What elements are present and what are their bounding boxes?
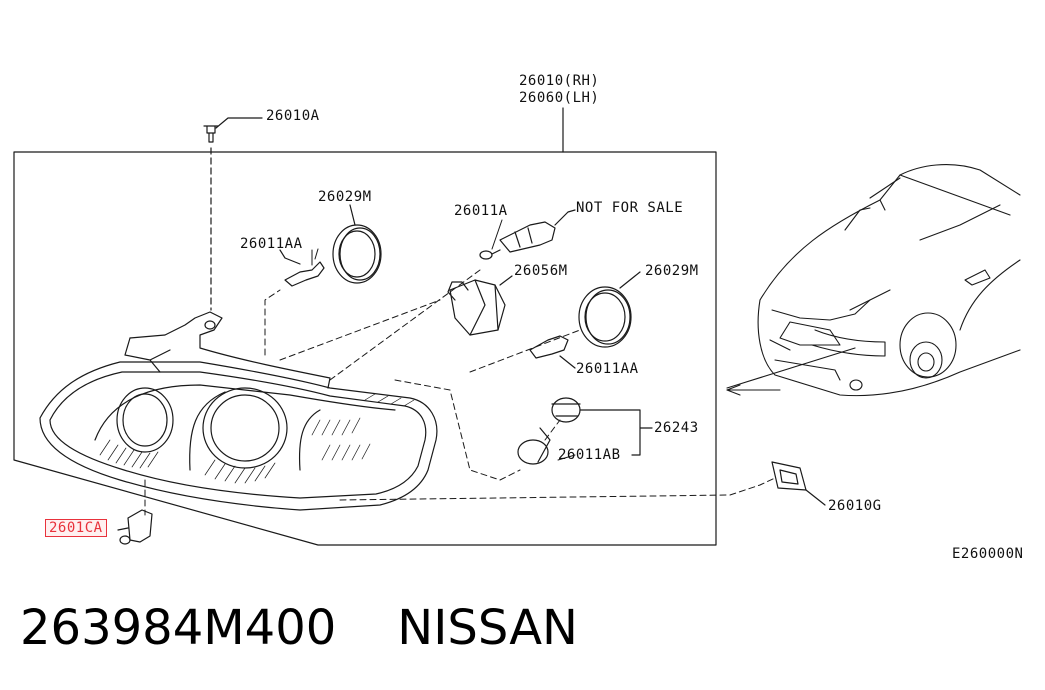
label-not-for-sale: NOT FOR SALE bbox=[576, 200, 684, 216]
bulb-socket-assy bbox=[517, 397, 653, 465]
headlamp-housing bbox=[39, 311, 438, 511]
assembly-label-rh: 26010(RH) bbox=[519, 73, 600, 89]
label-bulb-socket: 26056M bbox=[514, 263, 568, 279]
projector-left bbox=[116, 387, 174, 453]
figure-code: E260000N bbox=[952, 546, 1024, 562]
frame-outline bbox=[13, 151, 717, 546]
leader-lines bbox=[311, 219, 576, 461]
label-socket-ring-top: 26029M bbox=[318, 189, 372, 205]
socket-ring-right bbox=[578, 271, 641, 348]
caption: 263984M400 NISSAN bbox=[20, 598, 578, 658]
brand-name: NISSAN bbox=[397, 600, 578, 656]
screw-part bbox=[203, 117, 263, 311]
assembly-label-lh: 26060(LH) bbox=[519, 90, 600, 106]
label-bulb-aa-mid: 26011AA bbox=[576, 361, 639, 377]
projector-right bbox=[202, 387, 288, 469]
label-bulb-aa-top: 26011AA bbox=[240, 236, 303, 252]
socket-ring-top bbox=[332, 204, 382, 284]
label-screw: 26010A bbox=[266, 108, 320, 124]
label-bulb-socket-assy: 26243 bbox=[654, 420, 699, 436]
label-cap: 26010G bbox=[828, 498, 882, 514]
bracket-part bbox=[117, 509, 153, 545]
bulb-socket bbox=[447, 275, 513, 336]
label-bulb-a: 26011A bbox=[454, 203, 508, 219]
bulb-aa-mid bbox=[529, 335, 576, 369]
label-bulb-ab: 26011AB bbox=[558, 447, 621, 463]
dashed-guides bbox=[144, 269, 776, 516]
bulb-aa-top bbox=[279, 249, 325, 287]
label-bracket-highlighted[interactable]: 2601CA bbox=[45, 519, 107, 537]
label-socket-ring-right: 26029M bbox=[645, 263, 699, 279]
car-illustration bbox=[726, 164, 1021, 397]
part-number: 263984M400 bbox=[20, 600, 337, 656]
bulb-a bbox=[479, 209, 576, 260]
cap-part bbox=[771, 461, 826, 506]
